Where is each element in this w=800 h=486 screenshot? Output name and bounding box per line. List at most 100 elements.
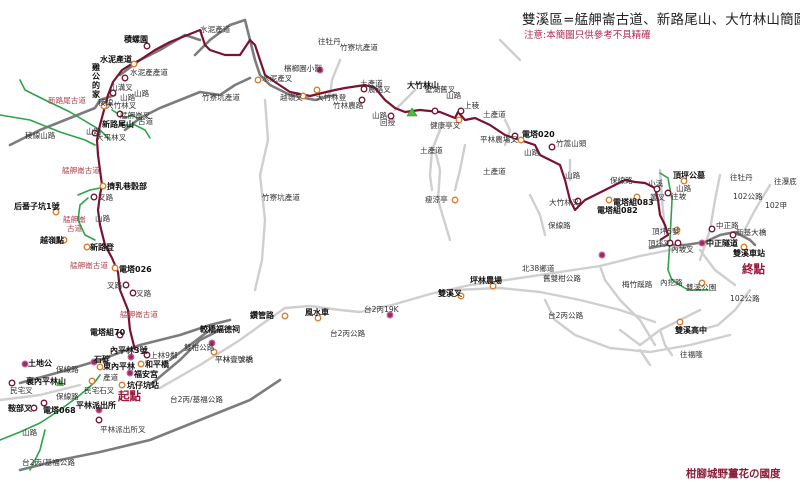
trail-name-label: 古道 — [67, 223, 83, 233]
waypoint-marker — [708, 225, 716, 233]
side-trails — [0, 79, 709, 471]
waypoint-label: 較橋福德祠 — [200, 324, 240, 334]
waypoint-marker — [30, 404, 38, 412]
waypoint-label: 鑽管路 — [250, 310, 275, 320]
disclaimer-note: 注意:本簡圖只供參考不具精確 — [524, 30, 651, 41]
waypoint-marker — [299, 92, 307, 100]
road-label: 往瀑底 — [774, 176, 797, 186]
road-label: 往牡丹 — [318, 36, 341, 46]
waypoint-label: 坪林農場 — [470, 275, 502, 285]
waypoint-label: 稜線 — [98, 97, 114, 107]
waypoint-label: 中正隧道 — [706, 238, 738, 248]
waypoint-label: 台2丙19K — [364, 304, 400, 314]
major-road — [123, 76, 252, 132]
waypoint-marker — [740, 243, 748, 251]
waypoint-marker — [548, 143, 556, 151]
minor-road — [253, 98, 270, 292]
minor-road — [0, 383, 82, 402]
side-trail — [659, 172, 709, 291]
waypoint-marker — [664, 189, 672, 197]
waypoint-label: 風水車 — [305, 307, 329, 317]
waypoint-label: 大竹林登 — [316, 92, 347, 102]
start-end-label: 終點 — [742, 262, 765, 276]
map-labels: 積螺園水泥產道山溝叉稜線大竹林叉艋舺崙叉大平林叉擠乳巷穀部叉路后番子坑1號越嶺點… — [8, 24, 797, 467]
waypoint-marker — [431, 107, 439, 115]
major-road — [148, 328, 222, 387]
waypoint-marker — [88, 377, 96, 385]
minor-road — [503, 118, 512, 147]
waypoint-label: 平林農場叉 — [480, 134, 518, 144]
waypoint-label: 鞍部叉 — [8, 403, 33, 413]
main-trail-route — [95, 28, 670, 351]
waypoint-label: 頂坪叉 — [648, 239, 671, 248]
minor-road — [428, 128, 442, 192]
waypoints — [8, 42, 748, 424]
waypoint-marker — [109, 89, 117, 97]
waypoint-marker — [511, 132, 519, 140]
waypoint-label: 福安宮 — [133, 369, 158, 379]
waypoint-marker — [574, 197, 582, 205]
waypoint-label: 民宅石叉 — [84, 385, 115, 395]
road-label: 產道 — [103, 372, 119, 382]
waypoint-marker — [457, 107, 465, 115]
waypoint-label: 小溪 — [648, 178, 664, 188]
waypoint-marker — [598, 251, 606, 259]
side-trail — [29, 429, 46, 471]
road-label: 古道 — [138, 116, 154, 126]
waypoint-label: 中正路 — [716, 220, 739, 230]
waypoint-label: 平林派出所叉 — [100, 424, 146, 434]
road-label: 台2丙公路 — [548, 310, 584, 320]
minor-road — [453, 143, 467, 192]
major-road — [193, 18, 337, 102]
road-label: 台2丙/基福公路 — [170, 394, 223, 404]
trail-name-label: 艋舺崙古道 — [70, 260, 108, 270]
waypoint-label: 電塔026 — [119, 264, 152, 274]
place-label: 的 — [92, 80, 100, 90]
side-trail — [0, 114, 96, 146]
waypoint-marker — [254, 76, 262, 84]
waypoint-label: 電塔組083 — [613, 197, 654, 207]
road-label: 竹寮坑產道 — [202, 92, 240, 102]
waypoint-marker — [673, 226, 681, 234]
waypoint-marker — [111, 264, 119, 272]
waypoint-label: 頂坪公墓 — [673, 170, 706, 180]
waypoint-marker — [137, 360, 145, 368]
minor-road — [658, 328, 674, 357]
road-label: 102甲 — [765, 201, 787, 210]
waypoint-label: 積螺園 — [123, 34, 148, 44]
minor-road — [638, 348, 652, 367]
road-label: 山路 — [22, 427, 38, 437]
road-label: 山路 — [676, 183, 692, 193]
waypoint-label: 叢叉 — [650, 192, 666, 202]
waypoint-marker — [210, 348, 218, 356]
waypoint-marker — [116, 331, 124, 339]
road-label: 往坡 — [671, 191, 687, 201]
peak-icon — [406, 107, 418, 117]
road-label: 竹林農路 — [333, 100, 364, 110]
road-label: 往福隆 — [680, 349, 703, 359]
waypoint-label: 電塔020 — [522, 129, 555, 139]
waypoint-label: 石碇 — [93, 354, 111, 364]
waypoint-label: 雙溪公園 — [686, 282, 716, 292]
waypoint-label: 叉路 — [98, 192, 114, 202]
place-label: 公 — [92, 72, 100, 81]
waypoint-marker — [457, 292, 465, 300]
minor-road — [698, 248, 737, 287]
waypoint-marker — [316, 66, 324, 74]
waypoint-label: 農路叉 — [368, 84, 391, 94]
waypoint-label: 新基大橋 — [736, 227, 767, 237]
waypoint-label: 越嶺點 — [39, 235, 64, 245]
waypoint-label: 土地公 — [28, 358, 52, 368]
trail-name-label: 新路尾古道 — [48, 95, 86, 105]
trail-name-label: 艋舺崙古道 — [120, 309, 158, 319]
waypoint-label: 電塔068 — [43, 405, 76, 415]
start-end-label: 起點 — [117, 389, 141, 403]
waypoint-marker — [90, 358, 98, 366]
road-label: 北38鄉道 — [522, 263, 555, 273]
waypoint-marker — [451, 196, 459, 204]
minor-road — [393, 88, 417, 112]
waypoint-marker — [698, 279, 706, 287]
place-label: 家 — [92, 89, 101, 99]
road-label: 山路 — [446, 90, 462, 100]
minor-road — [543, 298, 732, 354]
